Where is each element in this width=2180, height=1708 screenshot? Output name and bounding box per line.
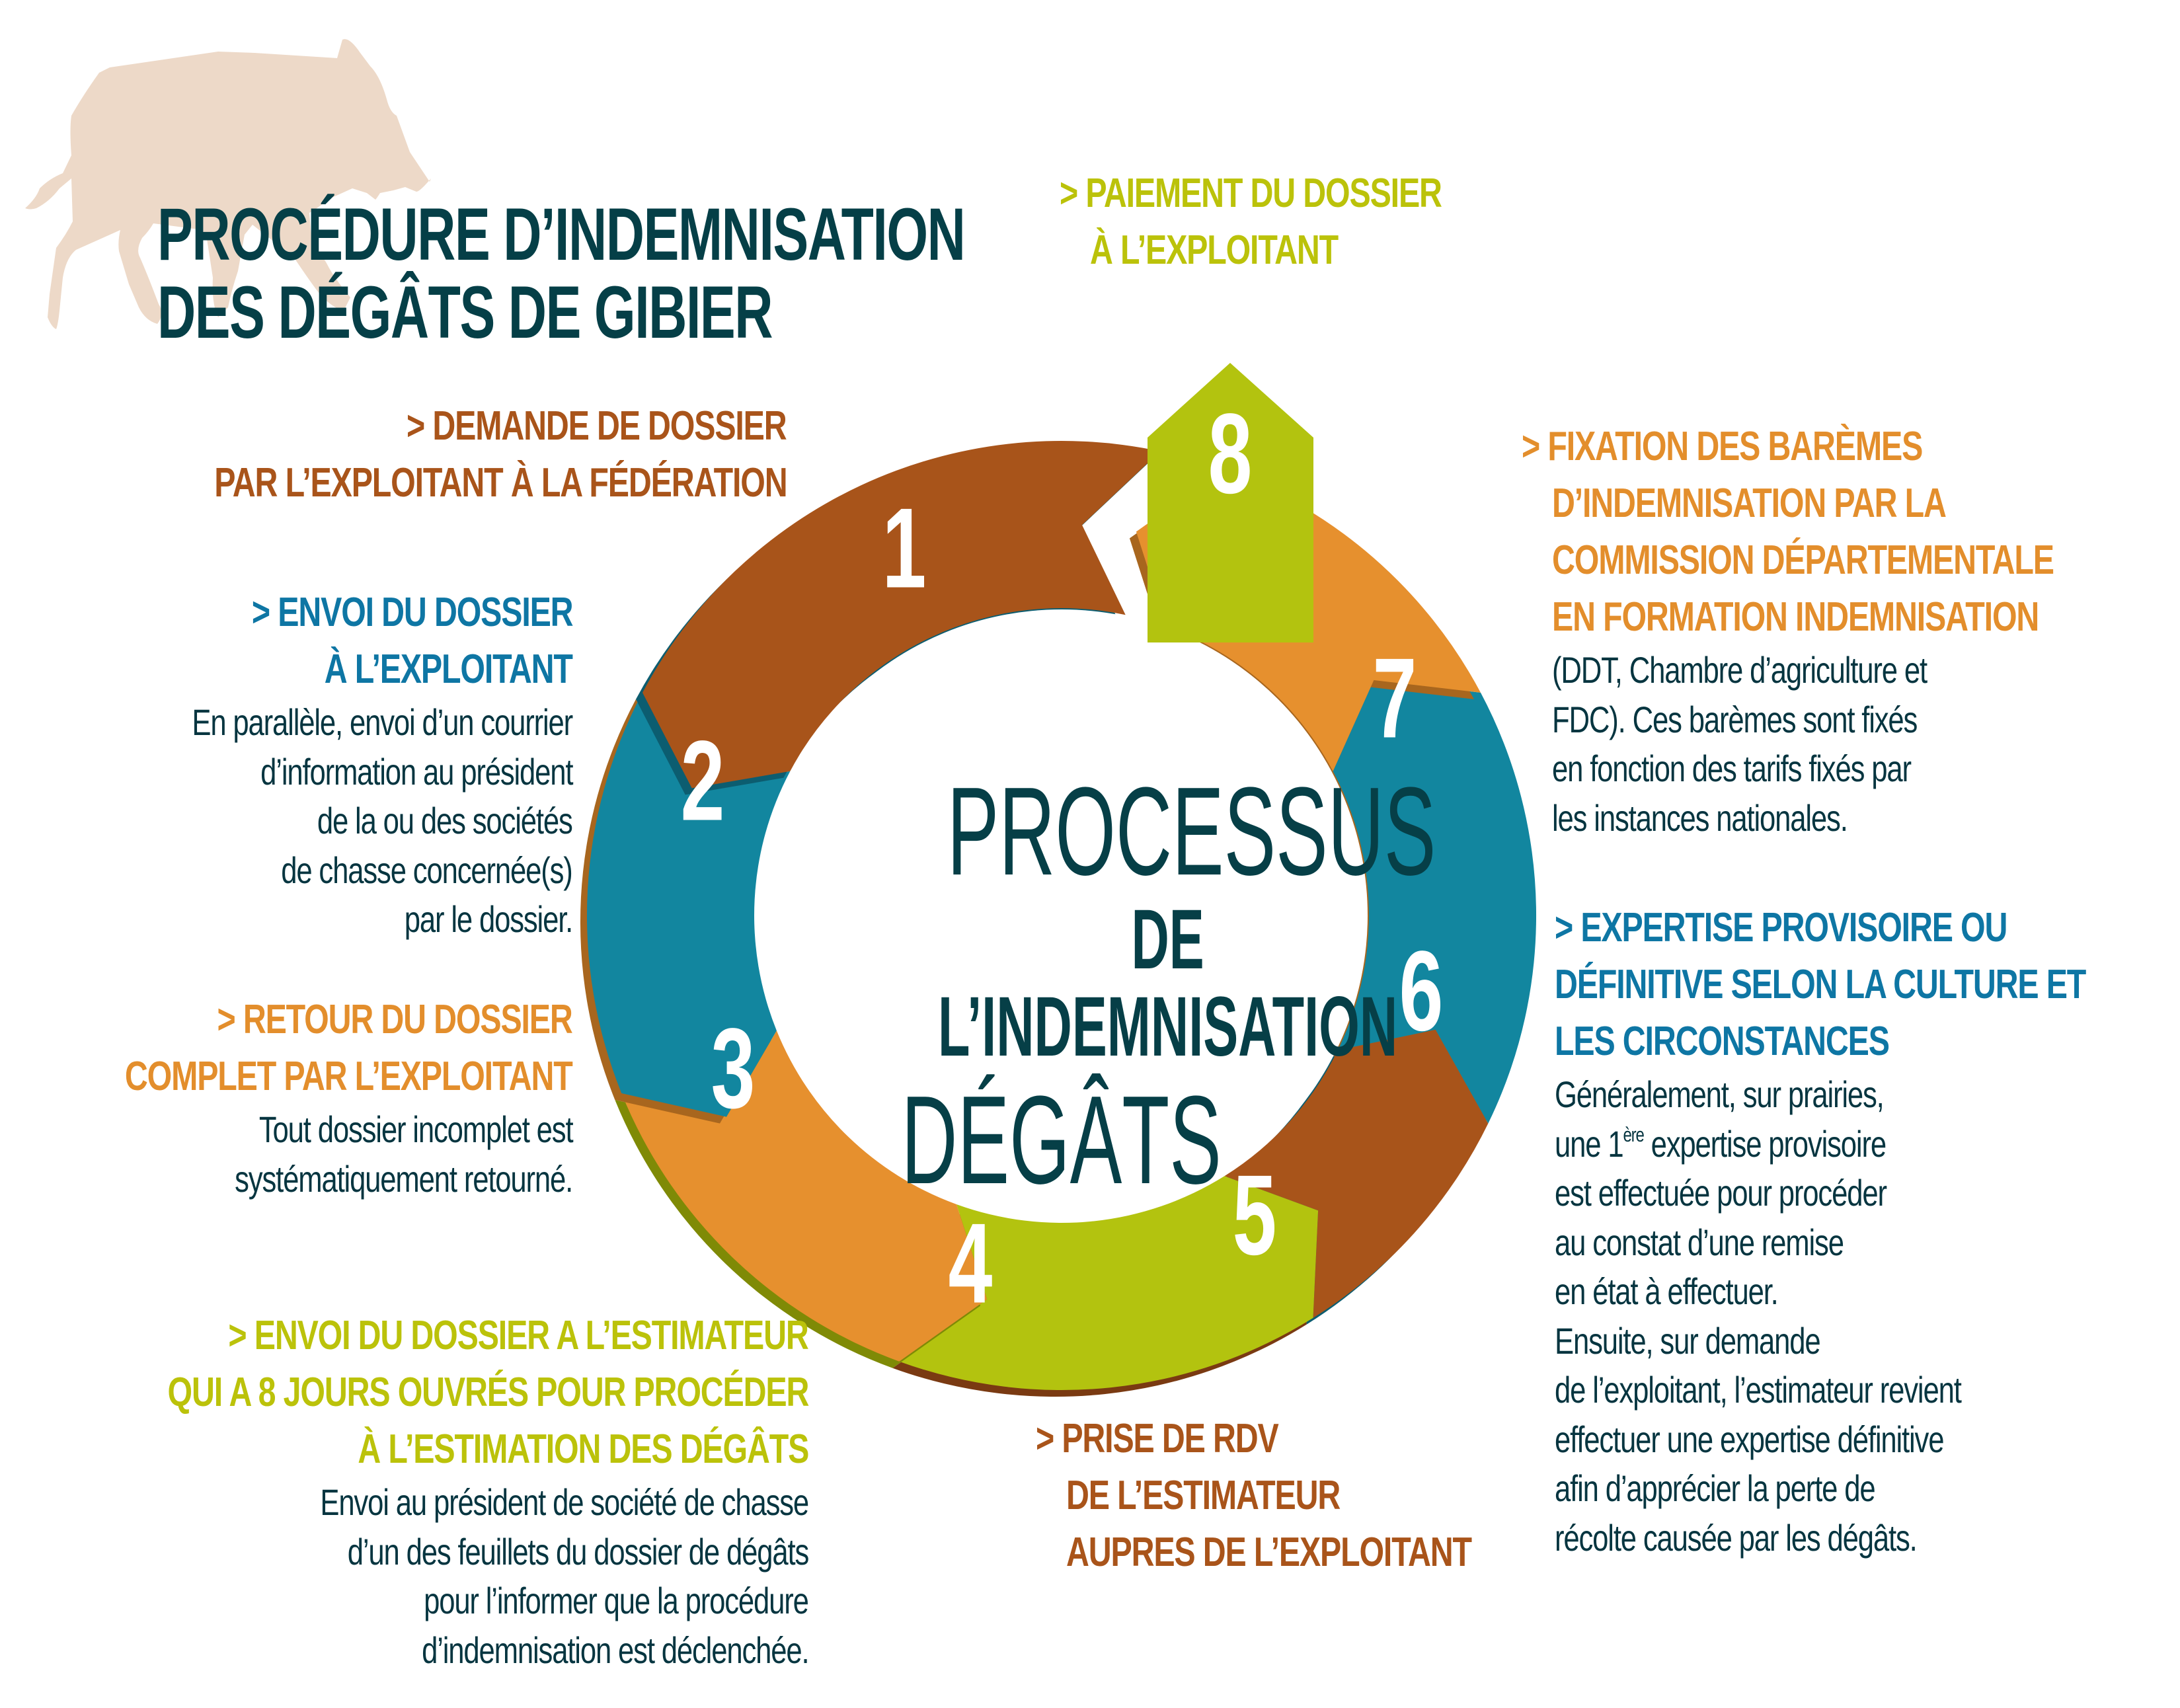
step-5-heading-line: > PRISE DE RDV (1036, 1416, 1279, 1461)
step-4-text: > ENVOI DU DOSSIER A L’ESTIMATEUR QUI A … (0, 1307, 810, 1675)
step-6-body-line: une 1ère expertise provisoire (1555, 1122, 1887, 1165)
step-4-body-line: d’indemnisation est déclenchée. (421, 1629, 810, 1671)
step-2-body-line: par le dossier. (404, 898, 574, 940)
step-6-body-line: au constat d’une remise (1555, 1221, 1844, 1263)
step-6-body-line: récolte causée par les dégâts. (1555, 1516, 1918, 1559)
step-3-text: > RETOUR DU DOSSIER COMPLET PAR L’EXPLOI… (0, 991, 573, 1204)
step-8-heading-line: À L’EXPLOITANT (1090, 227, 1339, 273)
step-4-heading-line: > ENVOI DU DOSSIER A L’ESTIMATEUR (228, 1313, 809, 1358)
step-6-text: > EXPERTISE PROVISOIRE OU DÉFINITIVE SEL… (1555, 900, 2180, 1563)
step-6-heading-line: DÉFINITIVE SELON LA CULTURE ET (1555, 962, 2086, 1007)
step-4-heading-line: QUI A 8 JOURS OUVRÉS POUR PROCÉDER (167, 1370, 809, 1415)
step-6-body-line: Généralement, sur prairies, (1555, 1073, 1885, 1115)
step-4-body-line: d’un des feuillets du dossier de dégâts (347, 1530, 810, 1572)
step-5-number: 5 (1233, 1151, 1277, 1279)
step-3-body-line: Tout dossier incomplet est (258, 1108, 573, 1150)
step-4-number: 4 (949, 1200, 993, 1327)
step-1-heading-line: PAR L’EXPLOITANT À LA FÉDÉRATION (214, 460, 787, 506)
step-2-body-line: de chasse concernée(s) (281, 849, 574, 891)
step-5-heading-line: DE L’ESTIMATEUR (1066, 1473, 1341, 1518)
step-6-segment (1333, 680, 1537, 1124)
step-2-number: 2 (681, 717, 725, 845)
step-8-house-shape (1148, 363, 1313, 642)
step-1-text: > DEMANDE DE DOSSIER PAR L’EXPLOITANT À … (53, 398, 787, 512)
step-2-body-line: d’information au président (260, 750, 573, 793)
wild-boar-silhouette (25, 39, 431, 330)
step-8-number: 8 (1208, 390, 1253, 518)
page-title: PROCÉDURE D’INDEMNISATION DES DÉGÂTS DE … (157, 196, 1278, 352)
step-2-body-line: de la ou des sociétés (317, 800, 573, 841)
step-2-heading-line: À L’EXPLOITANT (325, 646, 573, 692)
step-6-body-line: Ensuite, sur demande (1555, 1319, 1821, 1362)
step-8-text: > PAIEMENT DU DOSSIER À L’EXPLOITANT (1060, 165, 1549, 279)
step-3-heading-line: > RETOUR DU DOSSIER (217, 997, 573, 1042)
step-5-text: > PRISE DE RDV DE L’ESTIMATEUR AUPRES DE… (1036, 1411, 1586, 1581)
step-3-heading-line: COMPLET PAR L’EXPLOITANT (125, 1054, 573, 1099)
step-5-heading-line: AUPRES DE L’EXPLOITANT (1066, 1530, 1472, 1575)
superscript-ere: ère (1623, 1122, 1644, 1146)
wild-boar-icon (25, 39, 431, 330)
step-2-body-line: En parallèle, envoi d’un courrier (192, 701, 573, 743)
step-3-segment (621, 1030, 988, 1362)
step-6-number: 6 (1399, 927, 1444, 1055)
center-title-line-2: DE L’INDEMNISATION (938, 892, 1398, 1074)
step-2-segment (586, 692, 791, 1117)
center-disc (756, 609, 1368, 1222)
step-6-body-line: afin d’apprécier la perte de (1555, 1467, 1876, 1509)
step-6-body-line: effectuer une expertise définitive (1555, 1418, 1944, 1460)
step-1-heading-line: > DEMANDE DE DOSSIER (407, 403, 788, 449)
step-8-heading-line: > PAIEMENT DU DOSSIER (1060, 171, 1442, 216)
step-3-body-line: systématiquement retourné. (235, 1157, 573, 1200)
step-7-body-line: FDC). Ces barèmes sont fixés (1552, 698, 1918, 740)
step-7-body-line: (DDT, Chambre d’agriculture et (1552, 649, 1927, 691)
center-title-line-3: DÉGÂTS (901, 1070, 1222, 1210)
step-6-heading-line: LES CIRCONSTANCES (1555, 1019, 1890, 1064)
step-1-number: 1 (882, 485, 927, 612)
step-4-body-line: pour l’informer que la procédure (424, 1580, 809, 1621)
step-4-body-line: Envoi au président de société de chasse (320, 1481, 809, 1523)
step-2-heading-line: > ENVOI DU DOSSIER (251, 590, 573, 635)
step-6-body-line: de l’exploitant, l’estimateur revient (1555, 1369, 1962, 1411)
step-7-body-line: les instances nationales. (1552, 796, 1848, 839)
center-title: PROCESSUS DE L’INDEMNISATION DÉGÂTS (797, 767, 1436, 1210)
step-6-body-line: est effectuée pour procéder (1555, 1172, 1887, 1214)
step-7-heading-line: EN FORMATION INDEMNISATION (1552, 594, 2039, 640)
step-4-heading-line: À L’ESTIMATION DES DÉGÂTS (358, 1426, 809, 1472)
center-title-line-1: PROCESSUS (947, 761, 1436, 902)
step-6-heading-line: > EXPERTISE PROVISOIRE OU (1555, 905, 2007, 951)
step-7-text: > FIXATION DES BARÈMES D’INDEMNISATION P… (1522, 418, 2180, 843)
step-7-heading-line: > FIXATION DES BARÈMES (1522, 424, 1923, 469)
step-5-segment (1224, 1029, 1489, 1318)
title-line-2: DES DÉGÂTS DE GIBIER (157, 271, 773, 354)
step-7-number: 7 (1373, 635, 1417, 762)
step-3-number: 3 (711, 1005, 756, 1132)
step-4-segment (899, 1176, 1319, 1391)
step-7-body-line: en fonction des tarifs fixés par (1552, 748, 1912, 789)
title-line-1: PROCÉDURE D’INDEMNISATION (157, 193, 966, 276)
step-2-text: > ENVOI DU DOSSIER À L’EXPLOITANT En par… (85, 584, 574, 945)
step-7-heading-line: D’INDEMNISATION PAR LA (1552, 481, 1947, 526)
step-7-heading-line: COMMISSION DÉPARTEMENTALE (1552, 537, 2054, 583)
step-1-segment (642, 440, 1161, 789)
step-6-body-line: en état à effectuer. (1555, 1270, 1779, 1312)
